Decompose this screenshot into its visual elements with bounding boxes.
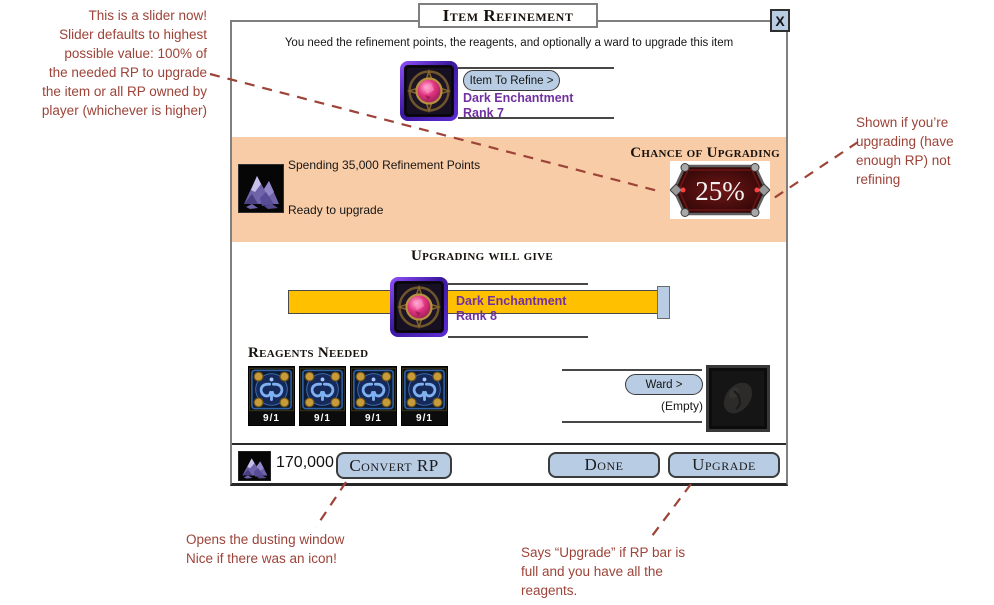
reagent-tile: 9/1 <box>401 366 448 426</box>
reagent-tile: 9/1 <box>299 366 346 426</box>
reagent-count: 9/1 <box>249 412 294 425</box>
reagent-list: 9/1 9/1 <box>248 366 448 426</box>
reagent-count: 9/1 <box>402 412 447 425</box>
ward-empty-label: (Empty) <box>661 399 703 413</box>
dialog-subtitle: You need the refinement points, the reag… <box>284 37 734 49</box>
divider <box>448 283 588 285</box>
upgrade-note-line <box>651 483 692 537</box>
divider <box>562 369 702 371</box>
reagent-count: 9/1 <box>351 412 396 425</box>
ready-status-label: Ready to upgrade <box>288 203 384 217</box>
done-button[interactable]: Done <box>548 452 660 478</box>
refinement-points-panel: Spending 35,000 Refinement Points Ready … <box>232 137 786 319</box>
annotation-slider-note: This is a slider now! Slider defaults to… <box>41 8 207 118</box>
dialog-title: Item Refinement <box>442 5 574 25</box>
chance-badge: 25% <box>669 161 771 219</box>
rp-total-icon <box>238 451 271 481</box>
enchantment-item-icon <box>400 61 458 121</box>
result-item-slot <box>390 277 448 337</box>
spending-label: Spending 35,000 Refinement Points <box>288 158 481 172</box>
close-button[interactable]: X <box>770 9 790 32</box>
upgrade-button[interactable]: Upgrade <box>668 452 780 478</box>
divider <box>458 117 614 119</box>
empty-ward-icon <box>706 365 770 432</box>
upgrading-will-give-heading: Upgrading will give <box>411 248 553 264</box>
divider <box>448 336 588 338</box>
rp-slider-track[interactable] <box>288 290 660 314</box>
reagent-tile: 9/1 <box>350 366 397 426</box>
enchantment-result-icon <box>390 277 448 337</box>
reagent-count: 9/1 <box>300 412 345 425</box>
reagent-icon <box>300 367 345 412</box>
convert-note-line <box>315 481 347 528</box>
convert-rp-button[interactable]: Convert RP <box>336 452 452 479</box>
footer-divider <box>232 443 786 445</box>
annotation-chance-note: Shown if you’re upgrading (have enough R… <box>856 115 954 187</box>
rp-total-value: 170,000 <box>276 454 334 471</box>
item-refinement-dialog: You need the refinement points, the reag… <box>230 20 788 486</box>
ward-button[interactable]: Ward > <box>625 374 703 395</box>
divider <box>562 421 702 423</box>
annotation-convert-note: Opens the dusting window Nice if there w… <box>186 532 345 566</box>
result-rank-text: Rank 8 <box>456 308 497 323</box>
reagent-icon <box>351 367 396 412</box>
rp-slider-handle[interactable] <box>657 286 670 319</box>
item-to-refine-slot[interactable] <box>400 61 458 121</box>
item-to-refine-button[interactable]: Item To Refine > <box>463 70 560 91</box>
reagents-needed-heading: Reagents Needed <box>248 345 369 361</box>
ward-slot[interactable] <box>706 365 770 432</box>
annotation-upgrade-note: Says “Upgrade” if RP bar is full and you… <box>521 545 686 598</box>
result-name-text: Dark Enchantment <box>456 294 567 308</box>
reagent-icon <box>402 367 447 412</box>
chance-value: 25% <box>695 176 745 206</box>
reagent-icon <box>249 367 294 412</box>
divider <box>458 67 614 69</box>
item-name-text: Dark Enchantment <box>463 91 574 105</box>
dialog-title-box: Item Refinement <box>418 3 598 28</box>
reagent-tile: 9/1 <box>248 366 295 426</box>
chance-of-upgrading-heading: Chance of Upgrading <box>630 145 780 161</box>
refinement-points-icon <box>238 164 284 213</box>
